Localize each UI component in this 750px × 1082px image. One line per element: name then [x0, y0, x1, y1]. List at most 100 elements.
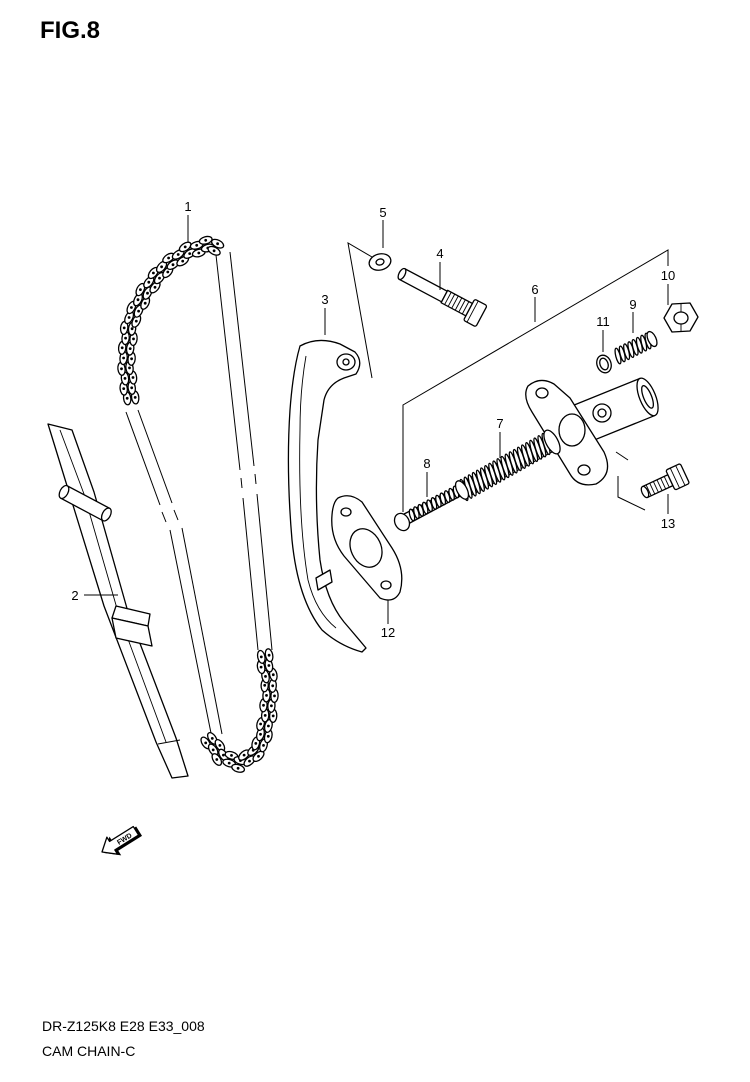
chain-pin [125, 396, 129, 400]
callout-11: 11 [596, 314, 610, 329]
chain-pin [259, 722, 262, 726]
chain-pin [120, 367, 123, 371]
chain-pin [176, 253, 180, 256]
chain-pin [257, 754, 260, 758]
chain-pin [158, 276, 161, 280]
callout-8: 8 [423, 456, 430, 471]
callout-13: 13 [661, 516, 675, 531]
chain-pin [248, 759, 251, 763]
chain-pin [128, 366, 131, 370]
chain-pin [259, 665, 263, 669]
pivot-bolt [397, 267, 488, 327]
bracket-3-4-5 [347, 242, 373, 379]
callout-3: 3 [321, 292, 328, 307]
washer [368, 253, 392, 271]
chain-pin [136, 298, 140, 302]
callout-2: 2 [71, 588, 78, 603]
chain-pin [124, 336, 127, 340]
guide-pin [58, 484, 112, 522]
small-spring [614, 330, 658, 365]
chain-pin [130, 327, 134, 331]
chain-pin [242, 753, 246, 757]
mounting-bolt [640, 463, 690, 499]
chain-pin [263, 714, 267, 717]
chain-pin [227, 761, 231, 765]
chain-pin [271, 684, 275, 688]
callout-6: 6 [531, 282, 538, 297]
chain-pin [120, 346, 124, 350]
guide-block [111, 605, 153, 647]
chain-pin [262, 703, 265, 707]
tensioner-spring [459, 429, 561, 502]
chain-pin [128, 347, 132, 350]
chain-pin [263, 683, 267, 687]
chain-pin [130, 306, 133, 309]
chain-pin [139, 288, 142, 291]
chain-pin [254, 742, 258, 745]
chain-pin [273, 694, 276, 698]
chain-pin [271, 714, 275, 718]
chain-pin [210, 737, 214, 740]
chain-pin [271, 673, 275, 677]
chain-pin [122, 387, 126, 390]
chain-pin [160, 265, 164, 269]
chain-pin [167, 256, 171, 260]
chain-pin [265, 694, 268, 697]
push-rod-spring [408, 485, 460, 522]
chain-pin [171, 263, 175, 267]
tensioner-body [525, 377, 659, 486]
tensioner-guide [287, 339, 367, 653]
chain-pin [122, 326, 126, 330]
chain-pin [152, 271, 155, 275]
chain-pin [123, 377, 127, 380]
callout-9: 9 [629, 297, 636, 312]
chain-pin [153, 285, 157, 289]
chain-pin [204, 238, 208, 242]
chain-pin [262, 744, 265, 747]
chain-pin [216, 242, 220, 246]
chain-pin [215, 758, 219, 761]
leader-lines [84, 215, 669, 624]
callout-12: 12 [381, 625, 395, 640]
chain-pin [137, 309, 141, 313]
chain-pin [195, 243, 199, 247]
chain-links-bottom [200, 648, 279, 773]
o-ring [596, 354, 612, 374]
chain-pin [211, 748, 215, 752]
chain-pin [230, 754, 233, 757]
callout-10: 10 [661, 268, 675, 283]
diagram-caption: CAM CHAIN-C [42, 1043, 135, 1059]
chain-pin [264, 675, 267, 678]
chain-pin [218, 744, 222, 747]
chain-pin [236, 766, 240, 770]
chain-pin [130, 357, 134, 361]
chain-pin [267, 653, 271, 657]
callout-1: 1 [184, 199, 191, 214]
callout-4: 4 [436, 246, 443, 261]
cap-nut [663, 302, 699, 333]
chain-pin [131, 376, 135, 379]
chain-pin [222, 753, 225, 757]
chain-pin [122, 356, 125, 360]
callout-7: 7 [496, 416, 503, 431]
cam-chain [117, 235, 279, 773]
figure-title: FIG.8 [40, 17, 100, 44]
spring-coils [459, 432, 551, 502]
chain-pin [146, 291, 149, 295]
chain-pin [133, 396, 137, 399]
chain-pin [267, 664, 271, 667]
bracket-6 [402, 249, 669, 512]
chain-pin [259, 655, 263, 659]
chain-pin [134, 319, 138, 323]
chain-pin [166, 270, 170, 274]
chain-links-top [117, 235, 225, 406]
diagram-code: DR-Z125K8 E28 E33_008 [42, 1018, 205, 1034]
chain-strand-left [125, 409, 223, 739]
bracket-13 [615, 451, 646, 511]
chain-guide [47, 423, 189, 779]
chain-pin [132, 337, 135, 341]
chain-pin [267, 724, 270, 728]
chain-pin [188, 252, 192, 256]
callout-5: 5 [379, 205, 386, 220]
chain-pin [127, 316, 131, 319]
